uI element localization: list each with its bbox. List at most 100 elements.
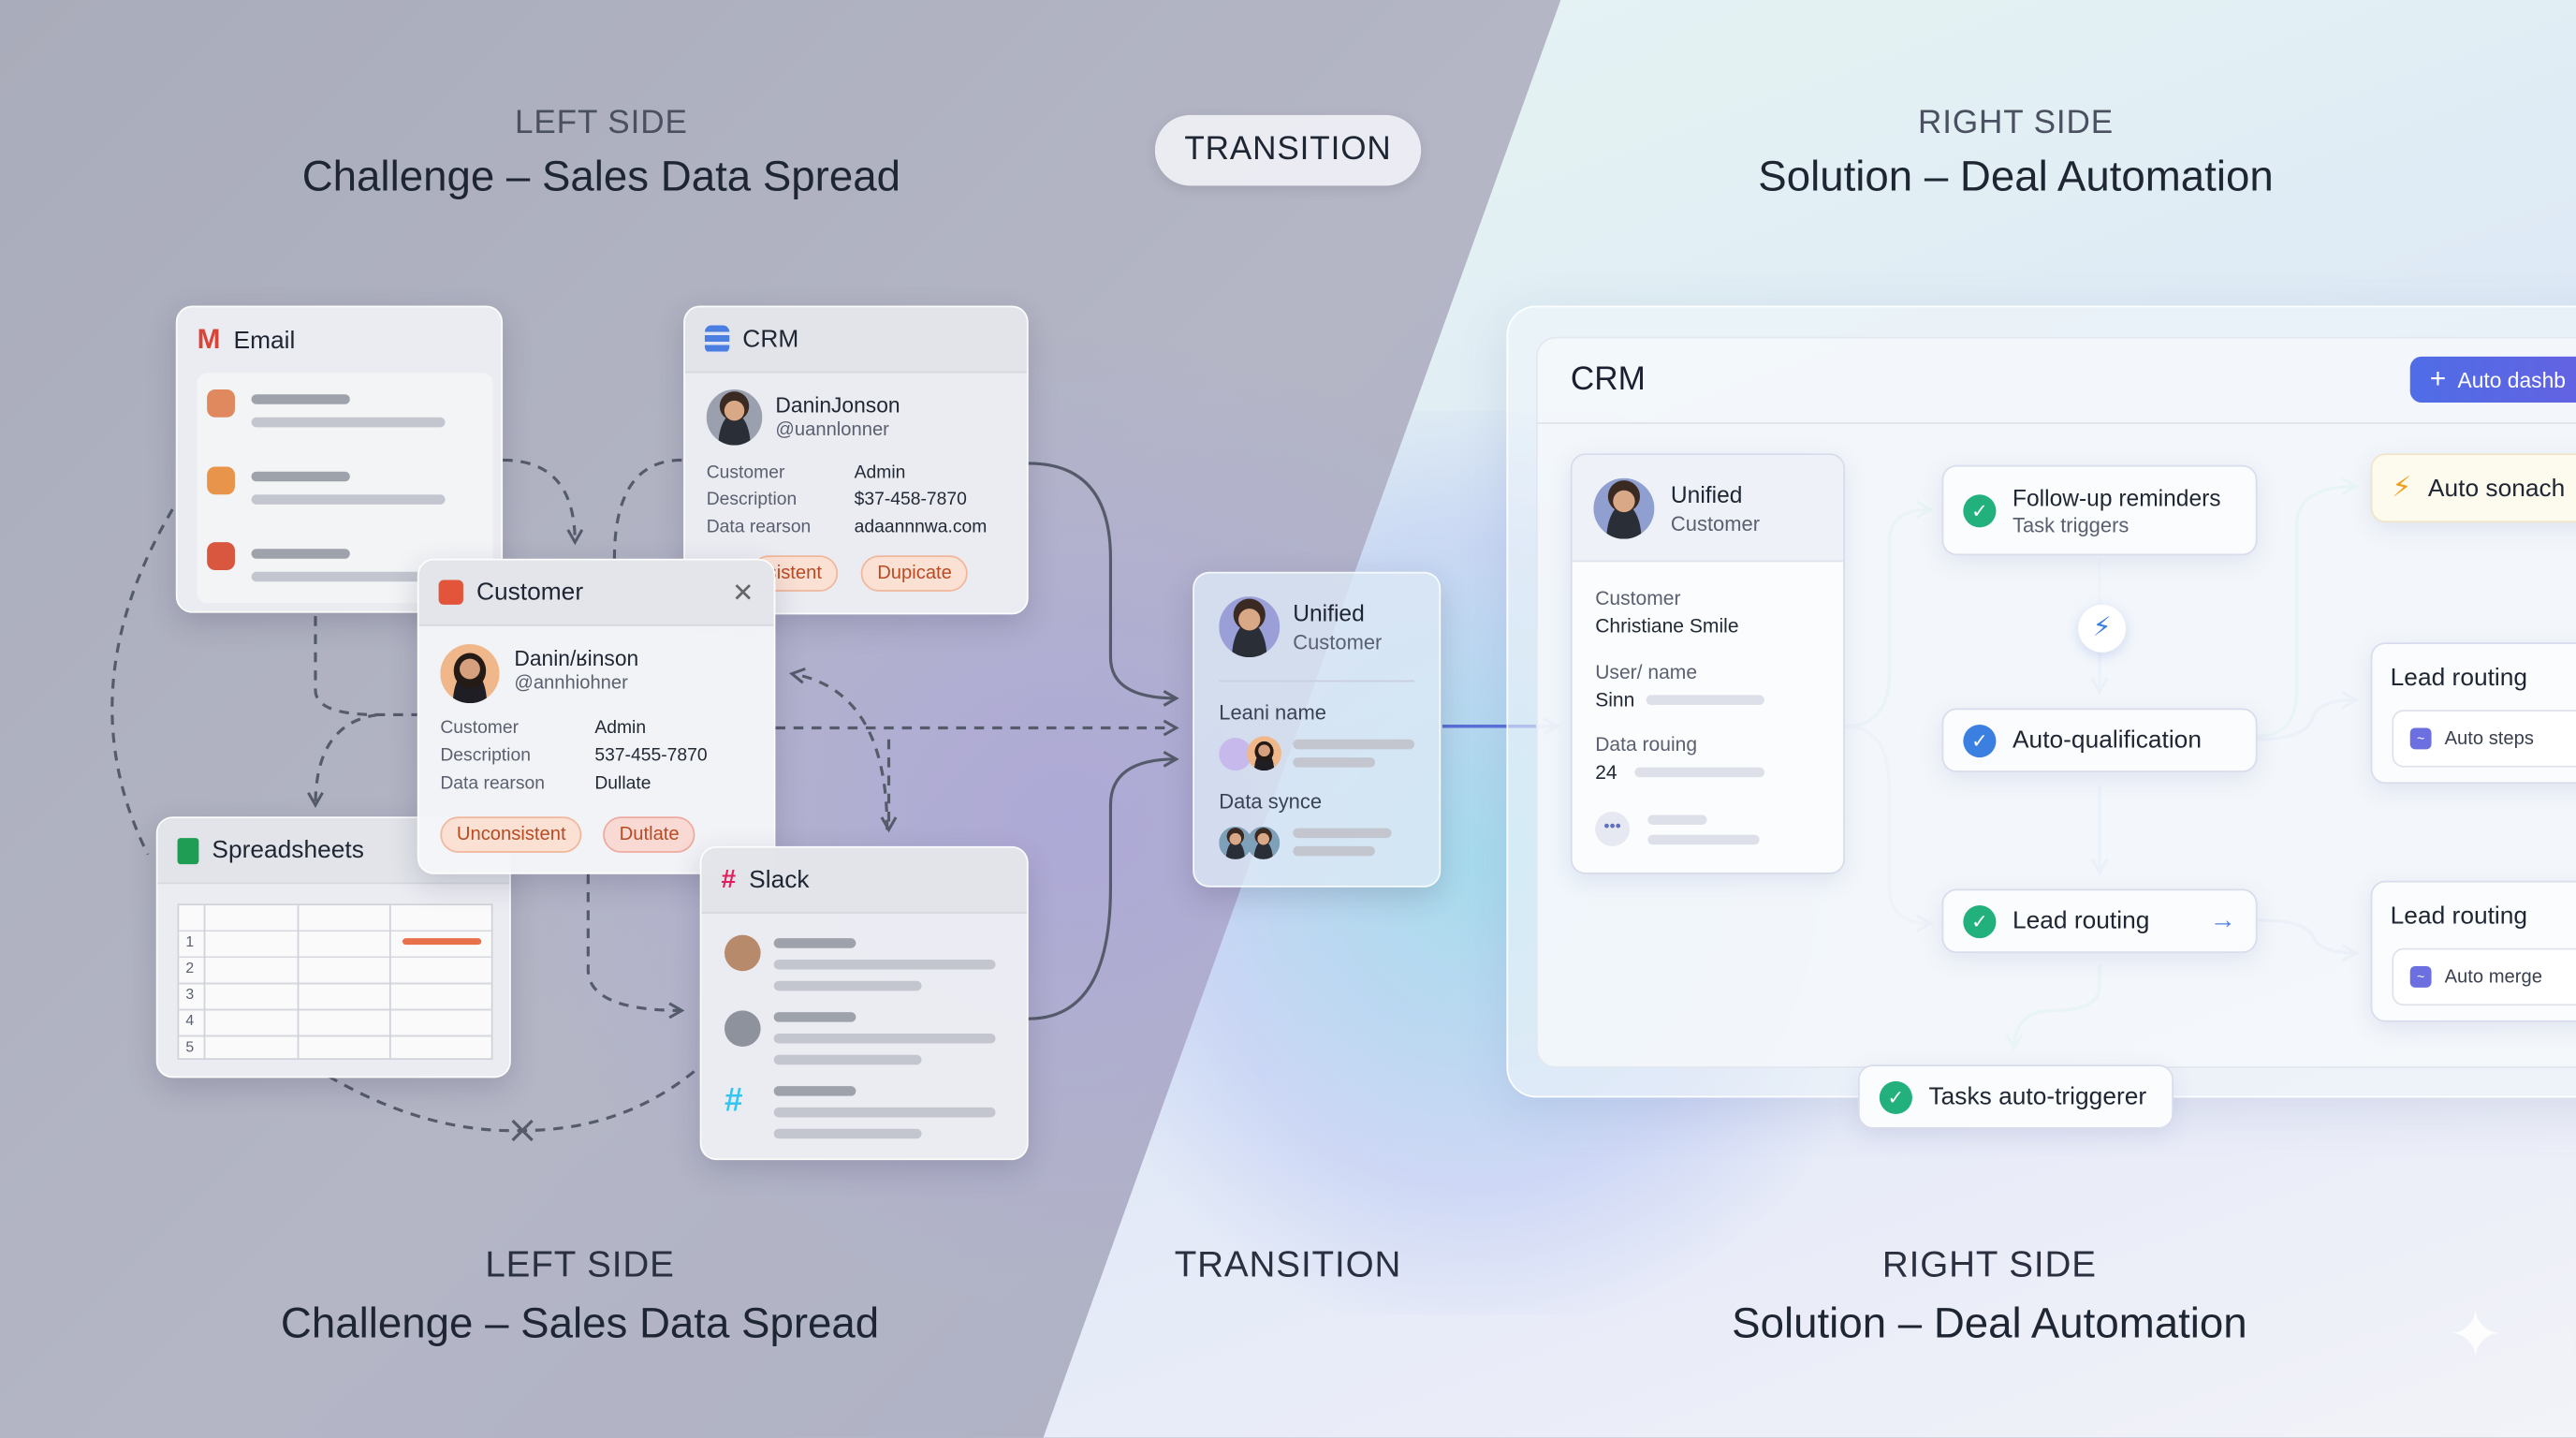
more-icon[interactable]: •••	[1595, 812, 1631, 846]
field-label: Data rearson	[706, 517, 812, 537]
field-value: Sinn	[1595, 688, 1635, 712]
spreadsheets-title: Spreadsheets	[212, 836, 364, 865]
outcome-title: Lead routing	[2390, 902, 2528, 931]
check-icon: ✓	[1963, 904, 1997, 938]
crm-card[interactable]: CRM DaninJonson @uannlonner Customer Adm…	[683, 305, 1029, 615]
email-avatar	[207, 542, 235, 571]
slack-icon: #	[721, 865, 737, 893]
bottom-right-kicker: RIGHT SIDE	[1881, 1243, 2097, 1285]
email-avatar	[207, 389, 235, 418]
unified-profile-card[interactable]: Unified Customer Customer Christiane Smi…	[1570, 453, 1845, 874]
tasks-auto-trigger-step[interactable]: ✓ Tasks auto-triggerer	[1858, 1064, 2174, 1129]
unified-title: Unified	[1670, 481, 1743, 508]
crm-card-title: CRM	[742, 325, 799, 354]
step-title: Lead routing	[2012, 906, 2150, 935]
lead-routing-outcome[interactable]: Lead routing ~Auto merge	[2370, 880, 2576, 1022]
avatar	[724, 1010, 761, 1047]
close-icon[interactable]: ✕	[732, 579, 754, 608]
field-value: 537-455-7870	[594, 745, 708, 766]
unified-subtitle: Customer	[1670, 512, 1761, 536]
check-icon: ✓	[1879, 1079, 1912, 1114]
field-label: Data rearson	[440, 773, 545, 794]
plus-icon: +	[2429, 362, 2447, 395]
unified-customer-card[interactable]: Unified Customer Leani name Data synce	[1193, 571, 1442, 888]
step-title: Follow-up reminders	[2012, 483, 2221, 510]
field-label: Customer	[706, 462, 785, 483]
lightning-icon: ⚡	[2078, 604, 2127, 653]
email-card-title: Email	[233, 326, 296, 355]
avatar	[724, 934, 761, 972]
row-number: 4	[185, 1012, 195, 1029]
avatar	[1219, 738, 1252, 771]
field-value: adaannnwa.com	[854, 517, 988, 537]
customer-card-title: Customer	[476, 578, 584, 607]
avatar	[1593, 477, 1655, 539]
status-badge: Unconsistent	[440, 816, 583, 853]
transition-pill: TRANSITION	[1154, 114, 1422, 186]
bottom-transition: TRANSITION	[1174, 1243, 1402, 1285]
field-label: User/ name	[1595, 660, 1698, 684]
customer-icon	[438, 580, 463, 605]
top-left-kicker: LEFT SIDE	[514, 105, 688, 141]
lightning-icon: ⚡	[2392, 471, 2412, 504]
customer-card[interactable]: Customer ✕ Danin/ʁinson @annhiohner Custo…	[417, 558, 776, 874]
status-badge: Dupicate	[860, 555, 969, 592]
contact-handle: @annhiohner	[514, 673, 628, 694]
field-label: Customer	[1595, 586, 1681, 610]
field-value: $37-458-7870	[854, 490, 967, 510]
step-title: Auto-qualification	[2012, 726, 2202, 755]
database-icon	[704, 325, 730, 354]
avatar	[1219, 596, 1281, 658]
avatar	[440, 643, 500, 704]
auto-dashboard-label: Auto dashb	[2457, 367, 2566, 392]
step-title: Tasks auto-triggerer	[1928, 1082, 2147, 1111]
field-value: 24	[1595, 760, 1617, 785]
field-label: Customer	[440, 717, 520, 739]
field-value: Dullate	[594, 773, 651, 794]
spreadsheets-card[interactable]: Spreadsheets 1 2 3 4 5	[155, 816, 511, 1078]
field-label: Description	[440, 745, 531, 766]
field-value: Christiane Smile	[1595, 614, 1739, 638]
avatar	[1247, 736, 1281, 771]
field-label: Description	[706, 490, 798, 510]
auto-dashboard-button[interactable]: + Auto dashb	[2409, 356, 2576, 403]
contact-name: DaninJonson	[775, 392, 900, 418]
bottom-right-title: Solution – Deal Automation	[1732, 1298, 2247, 1348]
top-right-kicker: RIGHT SIDE	[1917, 105, 2115, 141]
top-right-title: Solution – Deal Automation	[1758, 151, 2274, 201]
avatar	[706, 389, 763, 446]
field-label: Data rouing	[1595, 732, 1698, 756]
outcome-title: Auto sonach	[2427, 474, 2566, 503]
field-value: Admin	[854, 462, 906, 483]
row-number: 5	[185, 1038, 195, 1055]
top-left-title: Challenge – Sales Data Spread	[301, 151, 901, 201]
outcome-title: Lead routing	[2390, 664, 2528, 692]
slack-card[interactable]: #Slack #	[699, 845, 1029, 1161]
bottom-left-kicker: LEFT SIDE	[485, 1243, 675, 1285]
row-number: 1	[185, 932, 195, 950]
gmail-icon: M	[197, 323, 221, 356]
field-value: Admin	[594, 717, 647, 739]
field-label: Data synce	[1219, 790, 1323, 814]
slack-title: Slack	[749, 865, 810, 894]
auto-sonach-outcome[interactable]: ⚡ Auto sonach	[2370, 453, 2576, 523]
substep-label: Auto merge	[2444, 966, 2542, 987]
substep-label: Auto steps	[2444, 728, 2534, 749]
chart-icon: ~	[2409, 727, 2432, 750]
sparkle-icon: ✦	[2448, 1299, 2503, 1372]
auto-qualification-step[interactable]: ✓ Auto-qualification	[1941, 708, 2258, 772]
lead-routing-step[interactable]: ✓ Lead routing →	[1941, 888, 2258, 953]
avatar	[1247, 826, 1281, 859]
sheet-grid: 1 2 3 4 5	[177, 903, 493, 1061]
arrow-right-icon: →	[2209, 905, 2236, 934]
auto-steps-item[interactable]: ~ Auto steps	[2392, 710, 2576, 768]
check-icon: ✓	[1963, 724, 1997, 757]
contact-handle: @uannlonner	[775, 420, 889, 441]
lead-routing-outcome[interactable]: Lead routing ~ Auto steps	[2370, 642, 2576, 785]
auto-merge-item[interactable]: ~Auto merge	[2392, 947, 2576, 1006]
check-icon: ✓	[1963, 493, 1997, 527]
sheets-icon	[177, 837, 199, 864]
contact-name: Danin/ʁinson	[514, 645, 639, 671]
status-badge: Dutlate	[603, 816, 696, 853]
